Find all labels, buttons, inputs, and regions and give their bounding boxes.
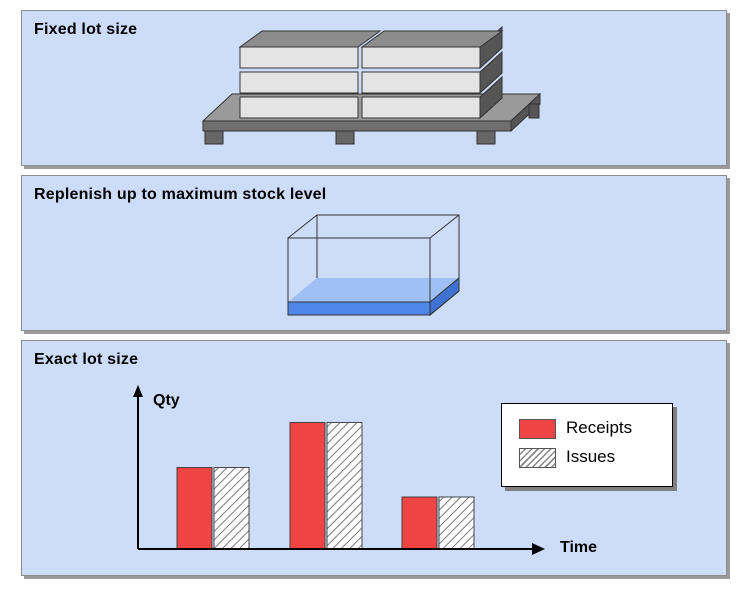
replenish-panel: Replenish up to maximum stock level [21, 175, 727, 331]
legend-label-receipts: Receipts [566, 418, 633, 437]
box-layer-bottom [239, 75, 503, 120]
x-axis-arrow [532, 543, 545, 555]
fixed-lot-size-title: Fixed lot size [34, 21, 138, 38]
fixed-lot-size-panel: Fixed lot size [21, 10, 727, 166]
exact-lot-size-panel: Exact lot size Qty Time Receipts Issues [21, 340, 727, 576]
x-axis-label: Time [560, 539, 598, 556]
bars-layer [176, 421, 475, 550]
legend-swatch-issues [519, 448, 556, 468]
lot-size-chart [133, 385, 545, 555]
replenish-title: Replenish up to maximum stock level [34, 186, 327, 203]
legend-label-issues: Issues [566, 447, 616, 466]
tank-illustration [287, 214, 460, 317]
issues-bar-3 [438, 496, 475, 550]
y-axis-label: Qty [153, 392, 180, 409]
issues-bar-2 [326, 421, 363, 550]
receipts-bar-1 [176, 467, 213, 550]
chart-legend: Receipts Issues [501, 403, 673, 487]
box-layer-top [238, 25, 504, 70]
pallet-stack-illustration [201, 25, 542, 145]
issues-bar-1 [213, 467, 250, 550]
box-layer-middle [239, 50, 503, 95]
y-axis-arrow [133, 385, 143, 397]
receipts-bar-3 [401, 496, 438, 550]
receipts-bar-2 [289, 421, 326, 550]
legend-swatch-receipts [519, 419, 556, 439]
exact-lot-size-title: Exact lot size [34, 351, 139, 368]
